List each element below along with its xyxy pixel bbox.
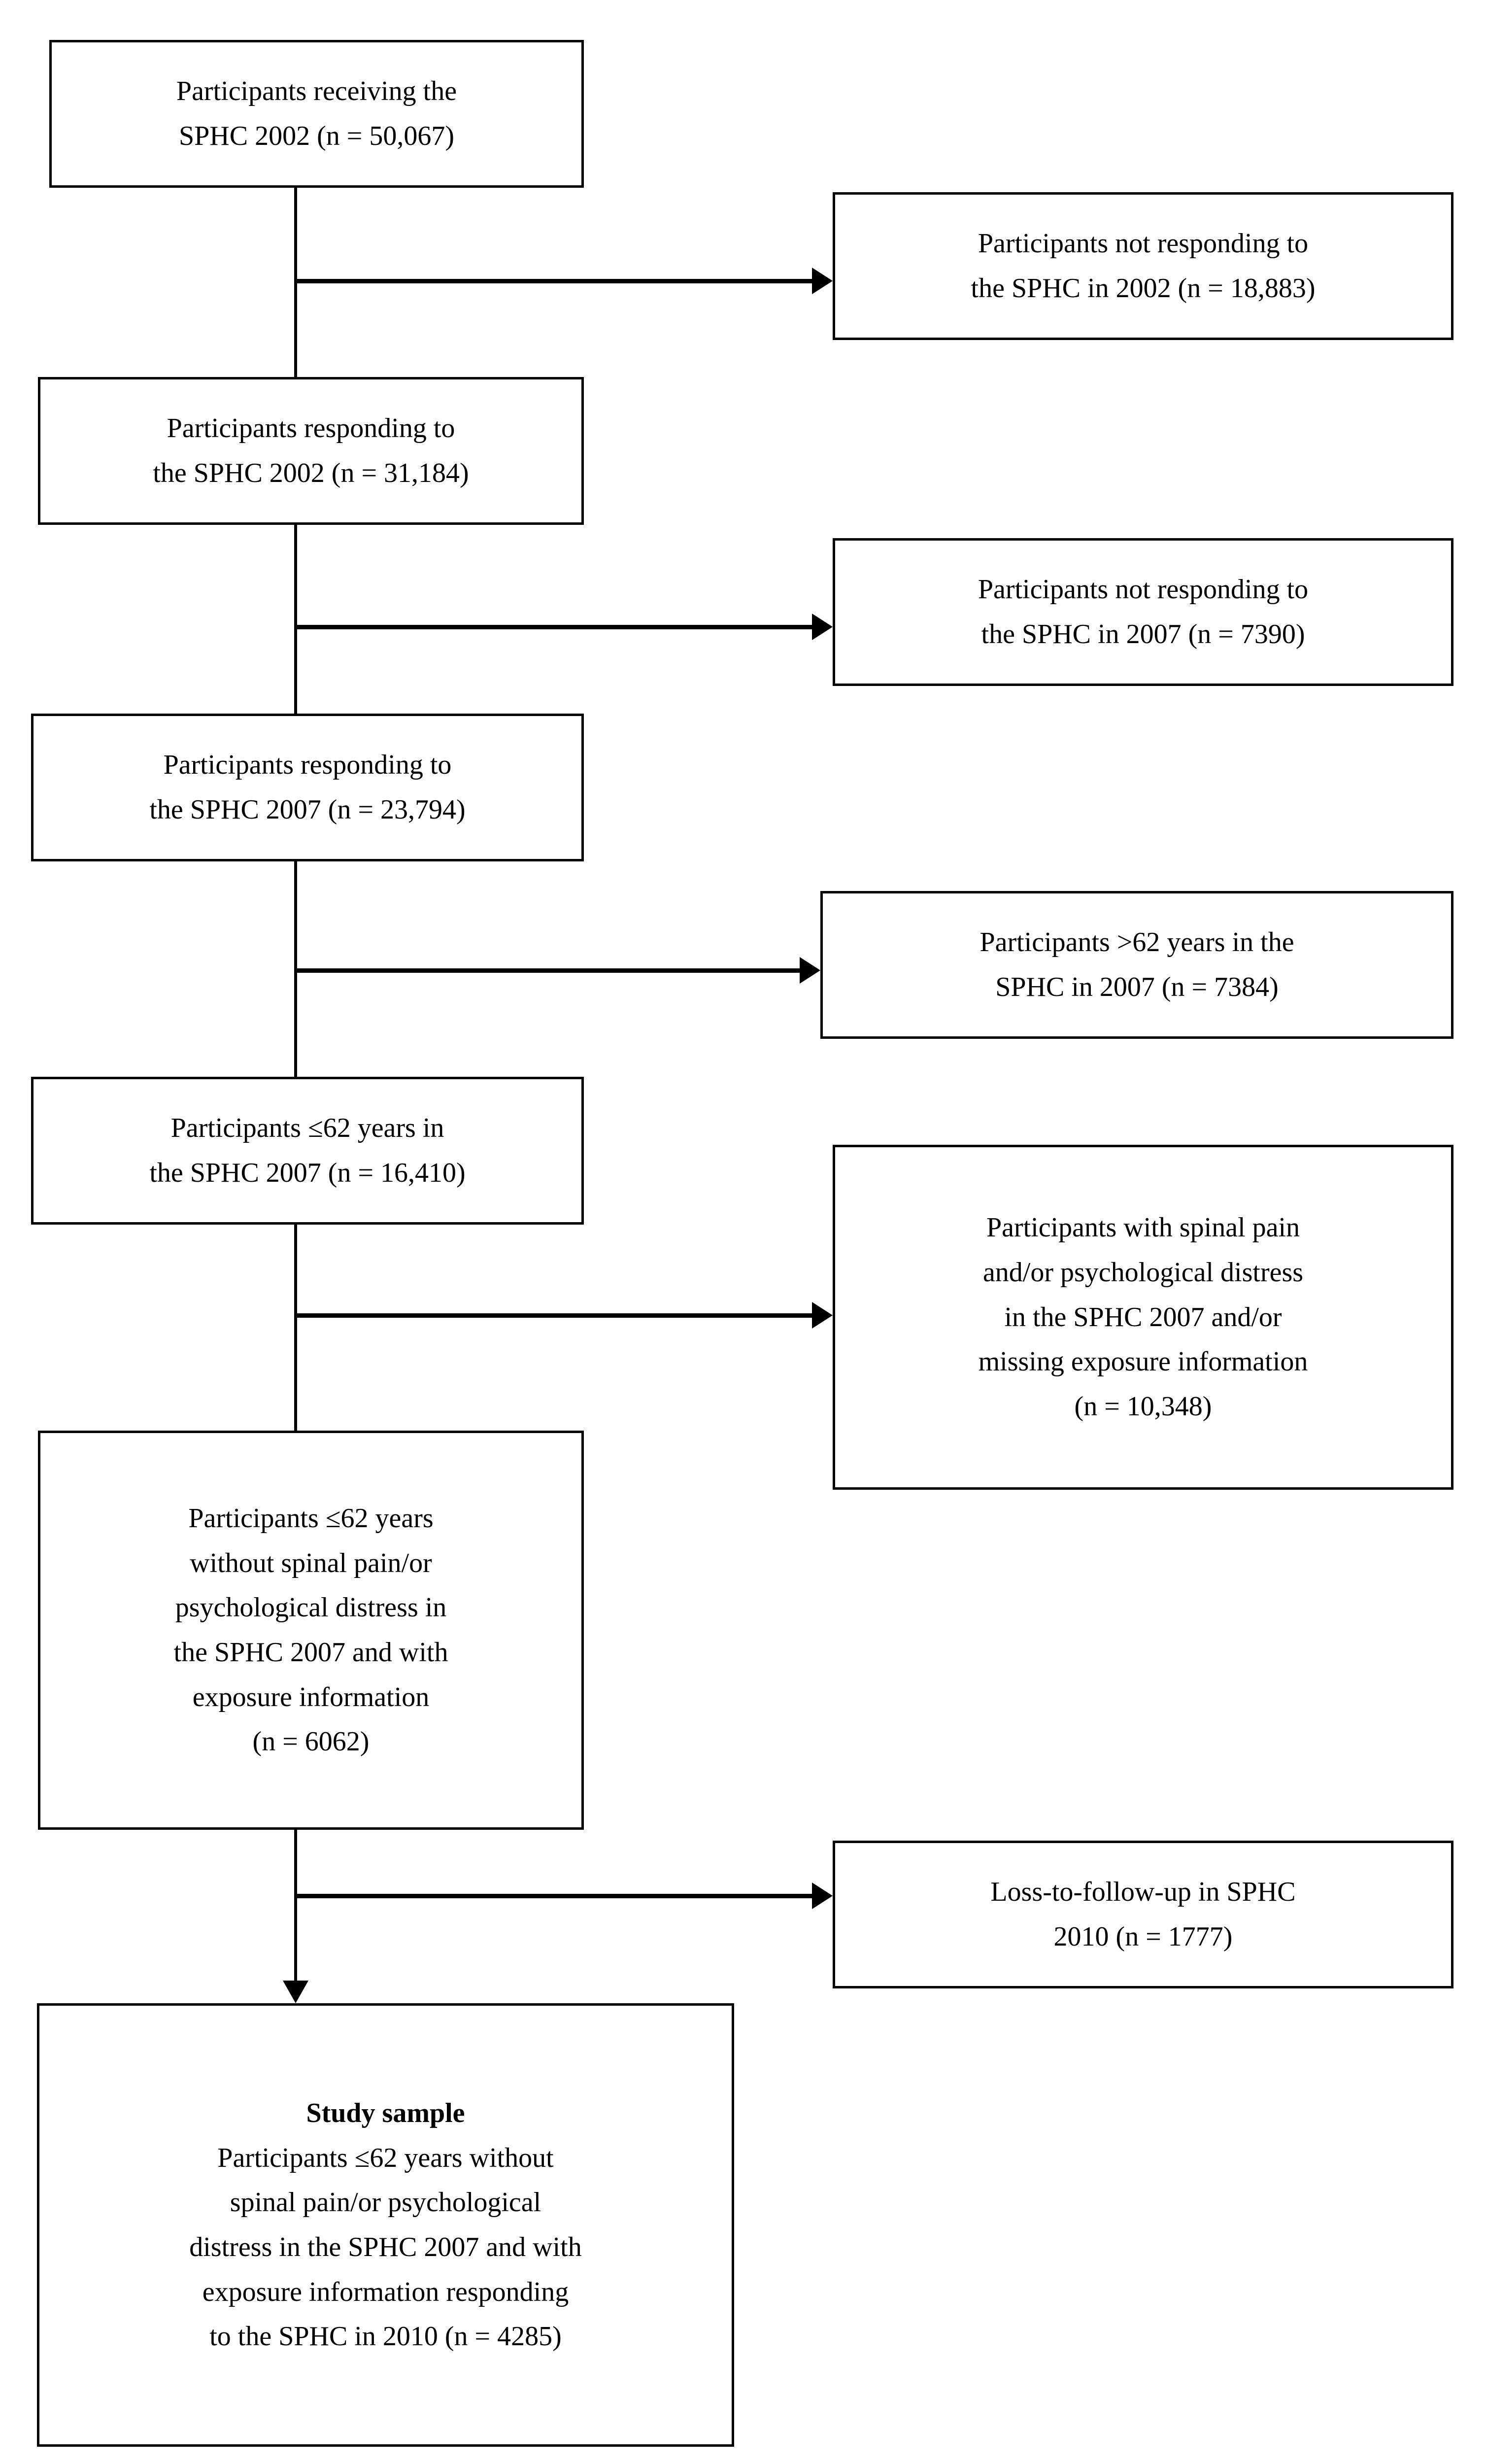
node-line: Participants >62 years in the [979,927,1294,958]
connector-branch-2 [294,625,813,629]
connector-trunk-2 [294,525,297,714]
node-received-2002: Participants receiving the SPHC 2002 (n … [49,40,584,188]
node-line: psychological distress in [175,1592,447,1623]
node-line: Participants not responding to [978,228,1309,259]
node-line: and/or psychological distress [982,1257,1304,1288]
node-line: SPHC 2002 (n = 50,067) [179,121,454,151]
node-line: Participants with spinal pain [986,1212,1300,1243]
node-line: Loss-to-follow-up in SPHC [990,1877,1296,1908]
node-line: SPHC in 2007 (n = 7384) [995,972,1279,1002]
node-line: (n = 10,348) [1074,1391,1212,1422]
excl-nonrespond-2002: Participants not responding to the SPHC … [833,192,1453,340]
arrowhead-down-icon [283,1981,308,2003]
node-responded-2007: Participants responding to the SPHC 2007… [31,714,584,861]
connector-branch-5 [294,1894,813,1898]
connector-branch-1 [294,279,813,283]
excl-loss-followup: Loss-to-follow-up in SPHC 2010 (n = 1777… [833,1841,1453,1988]
excl-nonrespond-2007: Participants not responding to the SPHC … [833,538,1453,686]
arrowhead-1-icon [812,268,833,294]
node-line: missing exposure information [978,1346,1308,1377]
arrowhead-4-icon [812,1302,833,1329]
node-line: in the SPHC 2007 and/or [1004,1301,1282,1333]
excl-over62-2007: Participants >62 years in the SPHC in 20… [820,891,1453,1039]
node-line: the SPHC 2007 and with [173,1637,448,1668]
node-le62-2007: Participants ≤62 years in the SPHC 2007 … [31,1077,584,1225]
node-line: exposure information responding [202,2276,569,2307]
arrowhead-3-icon [800,957,820,984]
node-line: without spinal pain/or [190,1547,432,1578]
node-line: to the SPHC in 2010 (n = 4285) [209,2321,562,2352]
study-sample-heading: Study sample [306,2097,465,2128]
node-line: the SPHC in 2002 (n = 18,883) [971,273,1316,304]
node-line: exposure information [192,1681,430,1712]
node-line: Participants responding to [167,413,455,444]
node-line: Participants ≤62 years [188,1503,434,1534]
node-line: 2010 (n = 1777) [1053,1921,1233,1952]
node-line: the SPHC 2007 (n = 16,410) [149,1158,466,1188]
node-line: Participants ≤62 years without [217,2142,554,2173]
node-line: (n = 6062) [252,1726,370,1757]
node-line: the SPHC 2007 (n = 23,794) [149,794,466,825]
node-responded-2002: Participants responding to the SPHC 2002… [38,377,584,525]
excl-pain-distress: Participants with spinal pain and/or psy… [833,1145,1453,1490]
arrowhead-5-icon [812,1882,833,1909]
node-line: spinal pain/or psychological [230,2187,541,2218]
node-line: Participants responding to [163,750,452,781]
arrowhead-2-icon [812,614,833,640]
connector-trunk-4 [294,1225,297,1431]
connector-branch-4 [294,1313,813,1318]
node-line: Participants not responding to [978,574,1309,605]
node-study-sample: Study sample Participants ≤62 years with… [37,2003,734,2447]
node-line: Participants ≤62 years in [170,1113,444,1144]
connector-trunk-5 [294,1830,297,1983]
node-line: the SPHC in 2007 (n = 7390) [981,619,1305,650]
connector-branch-3 [294,968,801,973]
node-eligible-6062: Participants ≤62 years without spinal pa… [38,1431,584,1830]
node-line: Participants receiving the [176,76,457,107]
node-line: distress in the SPHC 2007 and with [189,2232,582,2262]
node-line: the SPHC 2002 (n = 31,184) [153,458,469,488]
